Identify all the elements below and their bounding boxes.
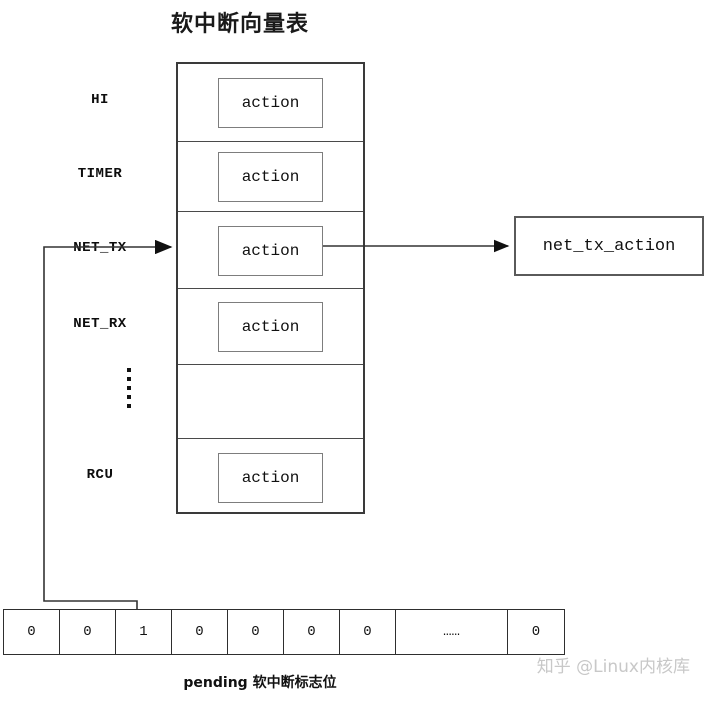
action-box: action (218, 453, 323, 503)
net-tx-action-label: net_tx_action (542, 236, 676, 256)
vector-row-label-net_tx: NET_TX (73, 239, 127, 256)
action-label: action (241, 168, 300, 186)
pending-bit-cell: 0 (60, 610, 116, 654)
pending-bit-cell: 0 (228, 610, 284, 654)
pending-bit-cell: 0 (284, 610, 340, 654)
vector-table-row (178, 365, 363, 439)
vertical-ellipsis-icon (127, 368, 133, 408)
action-box: action (218, 226, 323, 276)
action-label: action (241, 242, 300, 260)
pending-bit-cell: 0 (172, 610, 228, 654)
vector-row-label-hi: HI (91, 92, 109, 108)
pending-bit-cell: 0 (4, 610, 60, 654)
pending-bit-cell: 0 (340, 610, 396, 654)
vector-table-row: action (178, 289, 363, 365)
softirq-vector-table: action action action action action (176, 62, 365, 514)
vector-table-row: action (178, 439, 363, 516)
vector-table-row: action (178, 64, 363, 142)
vector-table-row: action (178, 142, 363, 212)
vector-table-row: action (178, 212, 363, 289)
net-tx-action-box: net_tx_action (514, 216, 704, 276)
vector-row-label-rcu: RCU (86, 466, 114, 483)
action-label: action (241, 318, 300, 336)
page-title: 软中断向量表 (170, 12, 309, 37)
pending-bit-cell: …… (396, 610, 508, 654)
action-box: action (218, 152, 323, 202)
vector-row-label-timer: TIMER (77, 166, 123, 182)
action-box: action (218, 78, 323, 128)
pending-bit-cell: 1 (116, 610, 172, 654)
action-label: action (241, 94, 300, 112)
vector-row-label-net_rx: NET_RX (73, 316, 127, 332)
bitmap-caption: pending 软中断标志位 (183, 675, 337, 691)
pending-to-nettx-wire (43, 239, 173, 609)
pending-bit-cell: 0 (531, 624, 541, 640)
action-label: action (241, 469, 300, 487)
action-box: action (218, 302, 323, 352)
watermark: 知乎 @Linux内核库 (536, 657, 690, 677)
